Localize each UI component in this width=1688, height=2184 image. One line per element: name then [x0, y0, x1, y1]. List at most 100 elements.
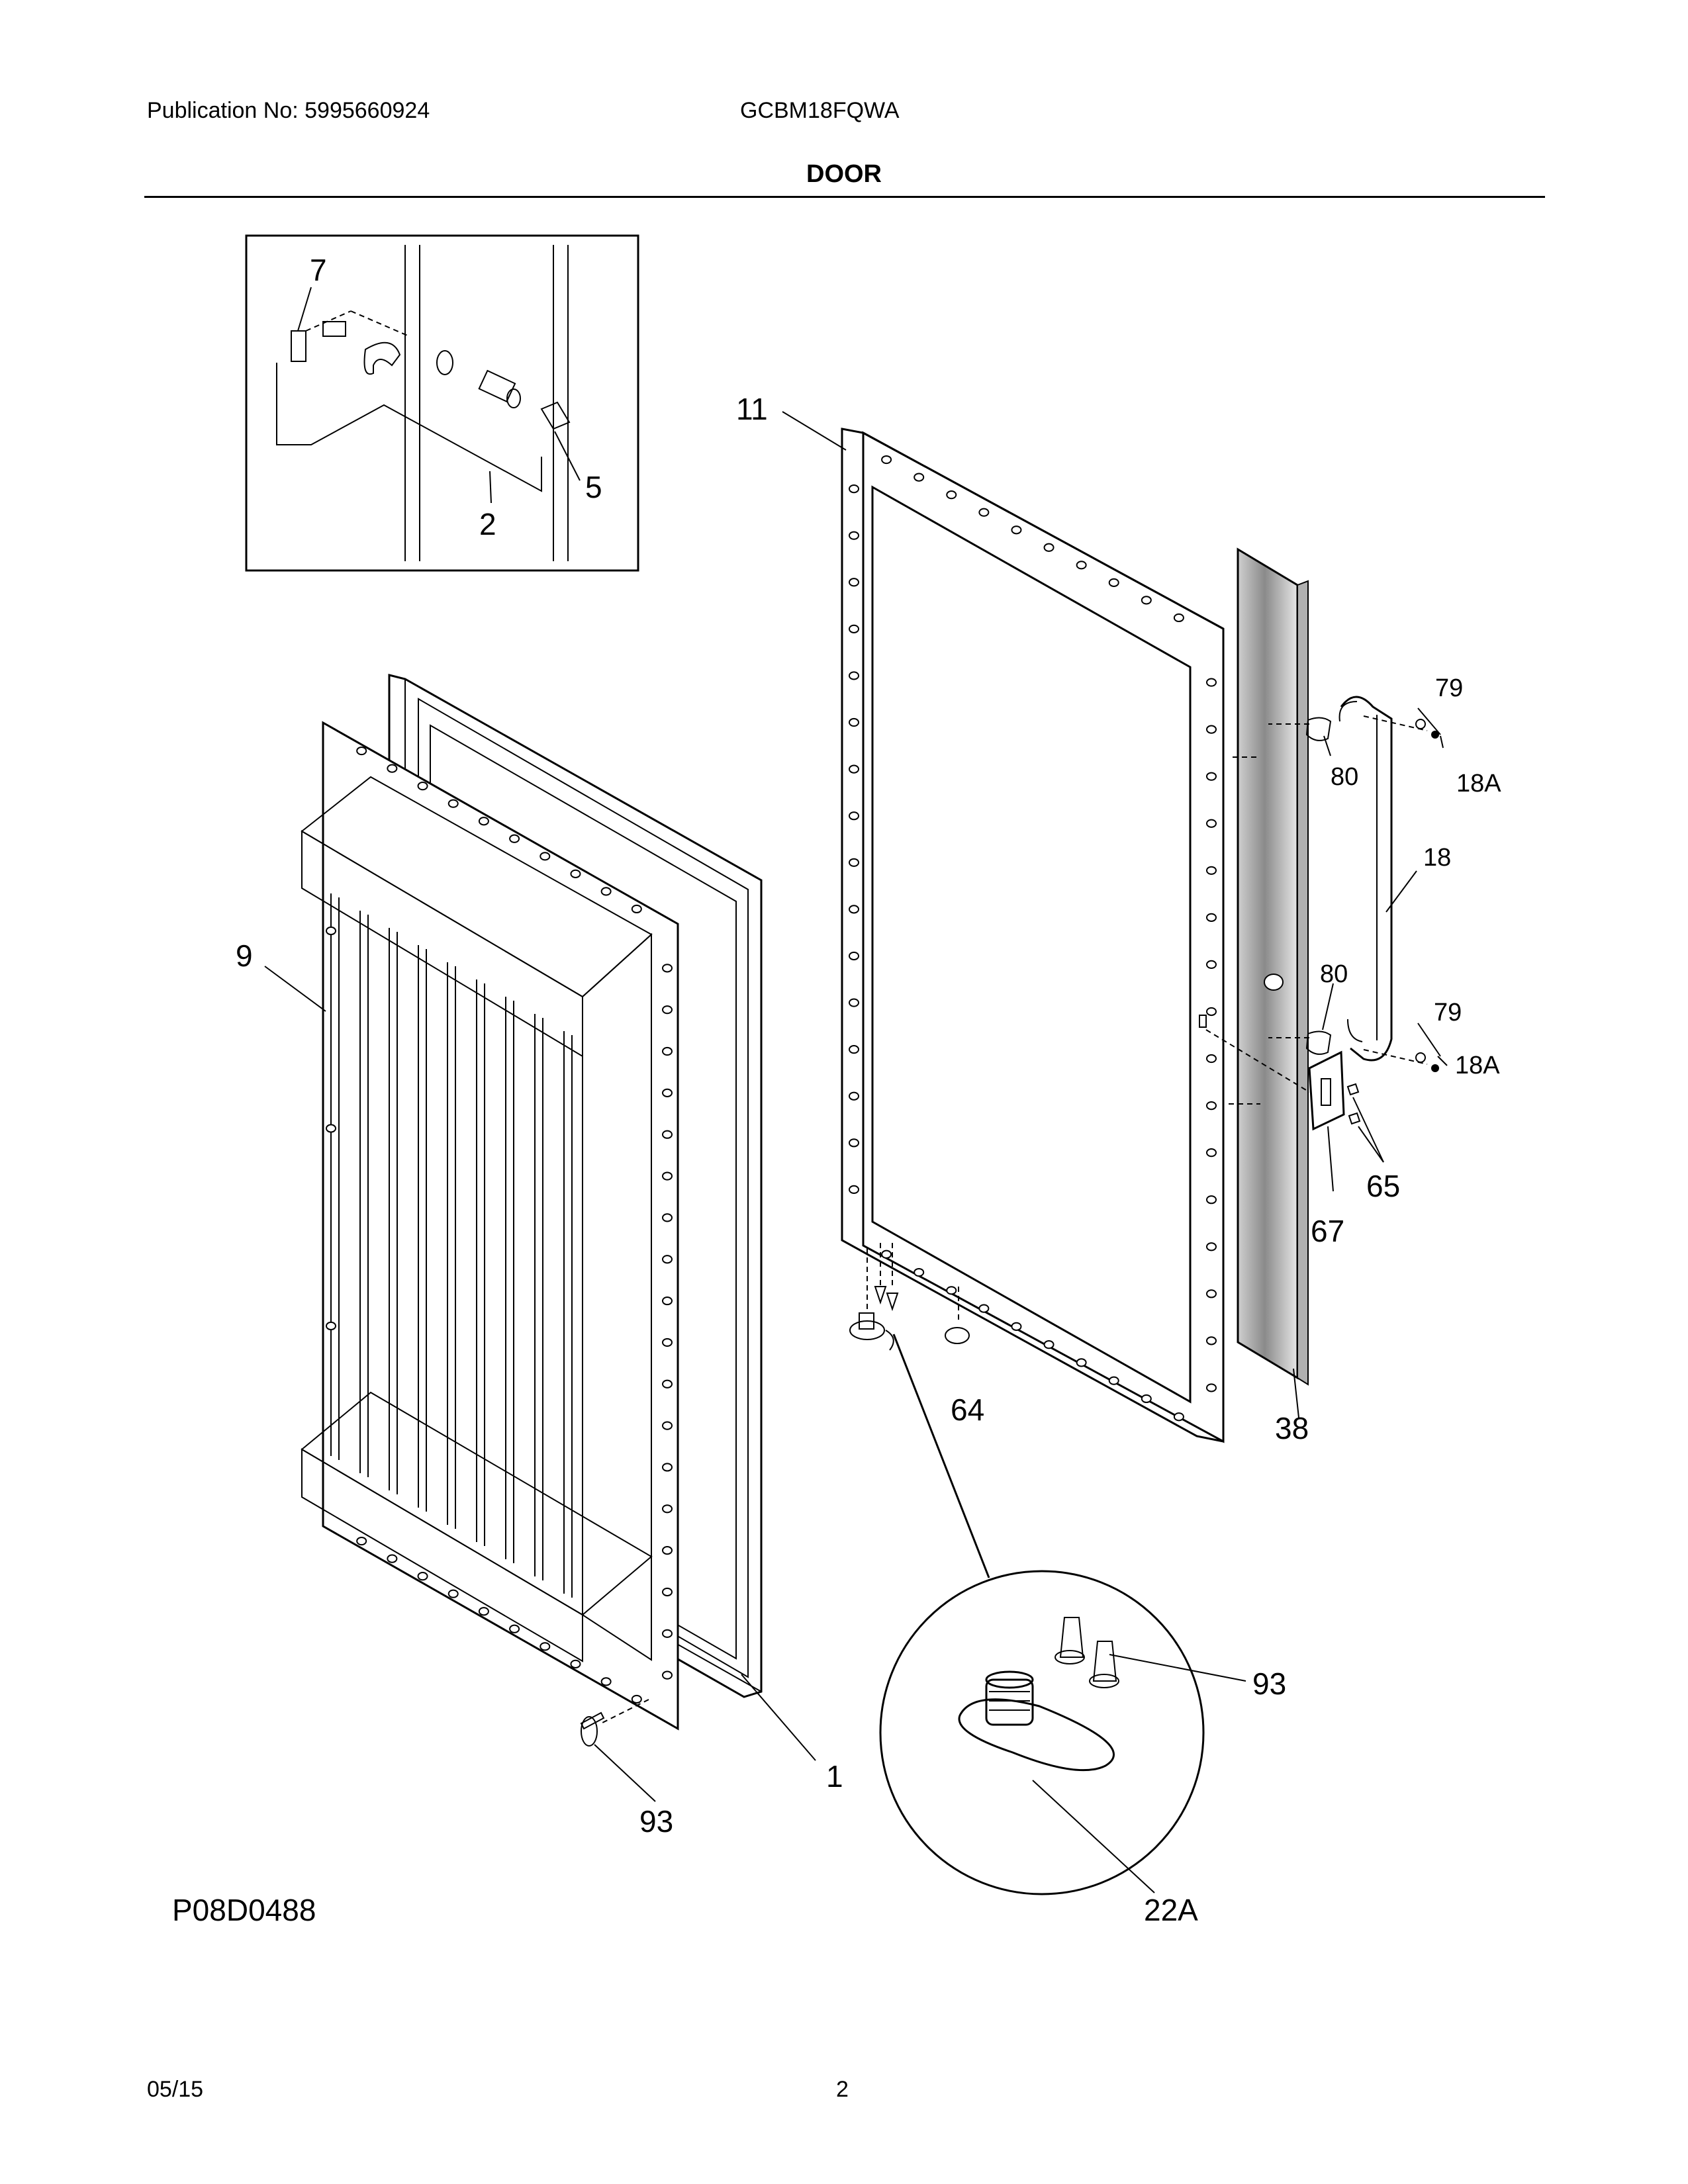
door-handle: [1338, 696, 1393, 1062]
header-rule: [144, 196, 1545, 198]
screw-hole: [509, 834, 520, 843]
screw-hole: [662, 1130, 673, 1139]
screw-hole: [1108, 578, 1119, 587]
diagram-code: P08D0488: [172, 1893, 316, 1927]
screw-hole: [914, 473, 925, 482]
screw-hole: [478, 817, 489, 826]
screw-hole: [631, 904, 642, 914]
screw-hole: [662, 1005, 673, 1015]
screw-hole: [326, 1124, 336, 1133]
plug-icon: [945, 1287, 970, 1344]
screw-icon: [867, 1243, 899, 1312]
screw-hole: [1206, 1101, 1217, 1111]
screw-hole: [662, 1255, 673, 1264]
screw-hole: [1011, 525, 1022, 535]
screw-hole: [1173, 613, 1184, 623]
screw-hole: [849, 578, 859, 587]
screw-hole: [356, 746, 367, 756]
screw-hole: [1206, 1195, 1217, 1205]
screw-hole: [417, 782, 428, 791]
callout-64: 64: [951, 1392, 984, 1427]
screw-hole: [849, 998, 859, 1007]
screw-hole: [1206, 866, 1217, 875]
screw-hole: [570, 1659, 581, 1668]
screw-hole: [662, 1213, 673, 1222]
screw-hole: [662, 1504, 673, 1514]
screw-hole: [600, 887, 612, 896]
screw-hole: [849, 671, 859, 680]
callout-7: 7: [310, 253, 327, 287]
screw-hole: [1076, 561, 1087, 570]
screw-hole: [1011, 1322, 1022, 1331]
screw-hole: [849, 1138, 859, 1148]
callout-9: 9: [236, 938, 253, 973]
callout-11: 11: [736, 392, 768, 426]
screw-hole: [1206, 1242, 1217, 1251]
screw-hole: [1108, 1376, 1119, 1385]
screw-hole: [849, 484, 859, 494]
screw-hole: [1173, 1412, 1184, 1422]
screw-hole: [849, 1045, 859, 1054]
screw-hole: [1141, 1394, 1152, 1404]
screw-hole: [1043, 1340, 1055, 1349]
screw-hole: [387, 1554, 398, 1563]
screw-hole: [662, 1546, 673, 1555]
handle-spacer-icon: [1268, 717, 1332, 1055]
screw-hole: [662, 964, 673, 973]
callout-79-bottom: 79: [1434, 999, 1462, 1026]
screw-hole: [1206, 819, 1217, 828]
screw-hole: [1206, 725, 1217, 734]
screw-hole: [447, 799, 459, 808]
screw-hole: [1206, 1007, 1217, 1017]
screw-hole: [326, 1321, 336, 1331]
screw-hole: [849, 858, 859, 867]
screw-hole: [1206, 913, 1217, 922]
screw-hole: [849, 905, 859, 914]
hinge-detail-magnifier: [879, 1570, 1205, 1895]
callout-67: 67: [1311, 1214, 1344, 1248]
callout-18A-top: 18A: [1456, 770, 1501, 797]
screw-hole: [1076, 1358, 1087, 1367]
lock-inset: [245, 234, 639, 572]
screw-hole: [387, 764, 398, 773]
footer-page-number: 2: [836, 2077, 849, 2102]
screw-hole: [539, 1642, 551, 1651]
publication-number: Publication No: 5995660924: [147, 98, 430, 123]
screw-hole: [326, 926, 336, 936]
hinge-bushing-icon: [849, 1312, 894, 1351]
screw-hole: [849, 764, 859, 774]
screw-hole: [1206, 678, 1217, 687]
screw-hole: [600, 1677, 612, 1686]
callout-22A: 22A: [1144, 1893, 1198, 1927]
screw-hole: [662, 1088, 673, 1097]
screw-hole: [914, 1267, 925, 1277]
screw-hole: [978, 508, 990, 517]
screw-hole: [978, 1304, 990, 1313]
callout-65: 65: [1366, 1169, 1400, 1203]
screw-hole: [356, 1536, 367, 1546]
callout-80-top: 80: [1331, 763, 1358, 791]
liner-screw-icon: [580, 1699, 649, 1747]
screw-hole: [509, 1624, 520, 1633]
screw-hole: [662, 1629, 673, 1638]
handle-screw-icon: [1363, 715, 1439, 1072]
callout-5: 5: [585, 470, 602, 504]
screw-hole: [1206, 1336, 1217, 1345]
callout-1: 1: [826, 1759, 843, 1794]
screw-hole: [662, 1338, 673, 1347]
lock-cylinder-icon: [436, 350, 571, 430]
screw-hole: [881, 455, 892, 465]
screw-hole: [662, 1421, 673, 1430]
screw-hole: [662, 1463, 673, 1472]
hinge-bracket-icon: [1308, 1050, 1361, 1131]
screw-hole: [662, 1670, 673, 1680]
callout-18: 18: [1423, 844, 1451, 872]
screw-hole: [1206, 1054, 1217, 1064]
footer-date: 05/15: [147, 2077, 204, 2102]
screw-hole: [1206, 1148, 1217, 1158]
lock-clip-icon: [291, 310, 410, 375]
door-liner: [301, 721, 679, 1731]
screw-hole: [662, 1587, 673, 1597]
screw-hole: [1206, 960, 1217, 970]
